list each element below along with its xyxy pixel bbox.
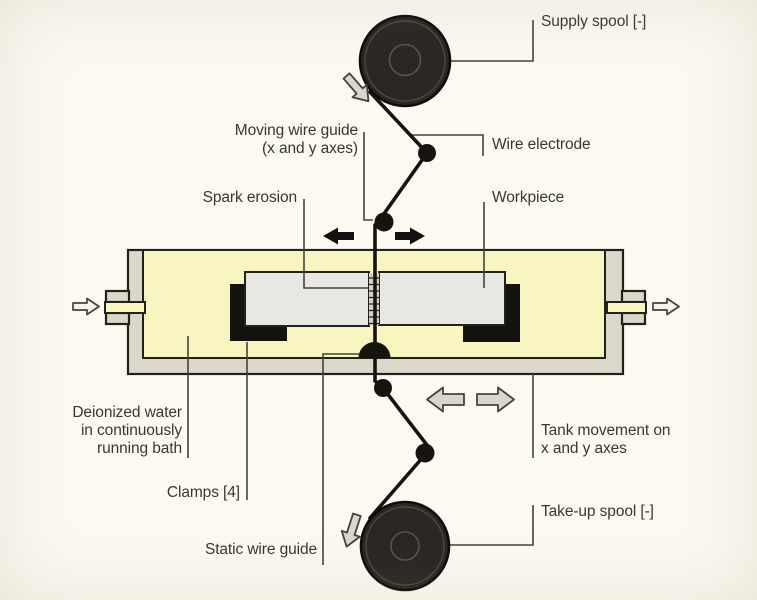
label-spark-erosion: Spark erosion [202, 189, 297, 206]
water-outlet-arrow-icon [652, 297, 680, 316]
inlet-flange-top [104, 289, 131, 304]
tank-move-right-arrow-icon [476, 386, 515, 413]
outlet-flange-bottom [620, 311, 647, 326]
workpiece-right-half [378, 271, 506, 326]
label-static-wire-guide: Static wire guide [204, 541, 317, 558]
guide-move-right-arrow-icon [395, 227, 425, 245]
take-up-spool-rotation-arrow-icon [340, 512, 362, 548]
label-take-up-spool: Take-up spool [-] [541, 503, 654, 520]
wire-electrode-path [368, 90, 432, 520]
outlet-flange-top [620, 289, 647, 304]
label-moving-wire-guide: Moving wire guide (x and y axes) [234, 122, 358, 157]
take-up-spool [359, 500, 451, 592]
guide-move-left-arrow-icon [323, 227, 354, 245]
label-workpiece: Workpiece [492, 189, 565, 206]
supply-spool [358, 14, 452, 108]
leader-supply-spool [450, 20, 534, 62]
leader-moving-wire-guide [363, 132, 373, 221]
workpiece-left-half [244, 271, 370, 327]
upper-wire-guide-dot [418, 144, 436, 162]
water-inlet-arrow-icon [72, 297, 100, 316]
leader-take-up-spool [450, 505, 534, 546]
bottom-wire-guide-dot [415, 443, 435, 463]
moving-wire-guide-dot [374, 212, 394, 232]
leader-wire-electrode [409, 134, 484, 156]
leader-static-wire-guide [322, 353, 359, 565]
lower-wire-guide-dot [374, 379, 392, 397]
inlet-channel [104, 301, 146, 314]
label-deionized-water: Deionized water in continuously running … [72, 404, 182, 457]
label-tank-movement: Tank movement on x and y axes [541, 422, 671, 457]
label-supply-spool: Supply spool [-] [541, 13, 647, 30]
label-wire-electrode: Wire electrode [492, 136, 591, 153]
outlet-channel [606, 301, 647, 314]
leader-spark-erosion [303, 199, 368, 289]
inlet-flange-bottom [104, 311, 131, 326]
label-clamps: Clamps [4] [166, 484, 240, 501]
tank-move-left-arrow-icon [426, 386, 465, 413]
supply-spool-rotation-arrow-icon [342, 72, 370, 103]
